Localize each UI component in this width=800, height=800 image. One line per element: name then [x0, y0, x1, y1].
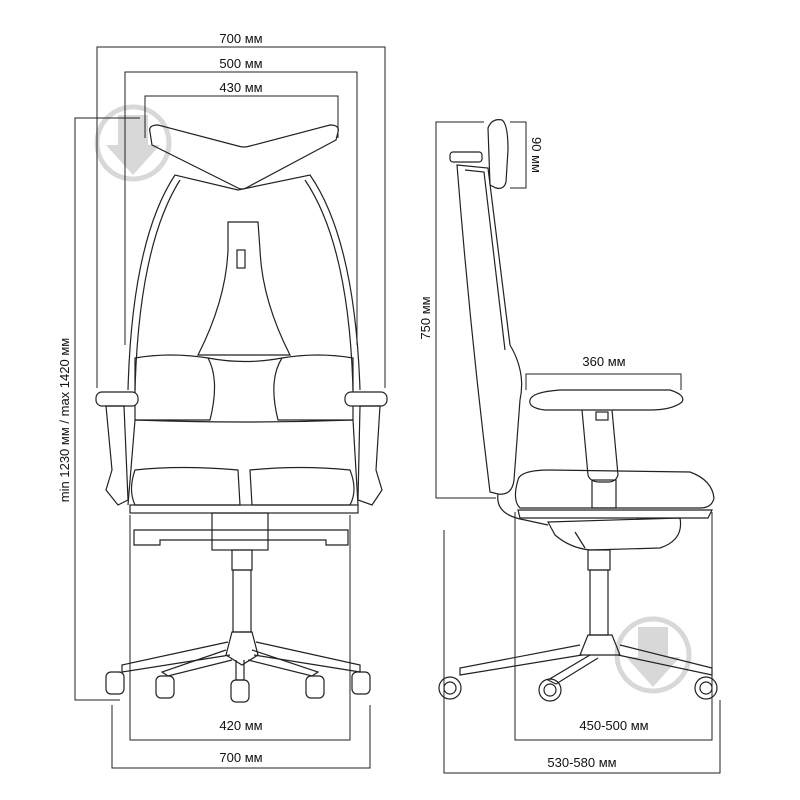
side-total-530-580: 530-580 мм [443, 530, 721, 774]
dim-label-front-headrest-width: 430 мм [219, 80, 262, 95]
dim-label-side-headrest: 90 мм [529, 137, 544, 173]
front-base-420: 420 мм [129, 515, 351, 741]
front-width-500: 500 мм [124, 56, 358, 345]
dim-label-front-back-width: 500 мм [219, 56, 262, 71]
dim-label-front-total-width: 700 мм [219, 31, 262, 46]
side-armrest-360: 360 мм [525, 354, 682, 390]
dim-label-side-seat-depth: 450-500 мм [579, 718, 648, 733]
side-back-750: 750 мм [418, 121, 496, 499]
dim-label-front-base-inner: 420 мм [219, 718, 262, 733]
dim-label-side-armrest: 360 мм [582, 354, 625, 369]
side-view-chair [438, 119, 718, 702]
dim-label-front-base-outer: 700 мм [219, 750, 262, 765]
dim-label-side-total-depth: 530-580 мм [547, 755, 616, 770]
front-view-chair [95, 124, 388, 703]
download-arrow-icon [614, 616, 692, 694]
side-seat-450-500: 450-500 мм [514, 512, 713, 741]
front-height-dimension: min 1230 мм / max 1420 мм [57, 117, 140, 701]
front-base-700: 700 мм [111, 705, 371, 769]
front-width-700-top: 700 мм [96, 31, 386, 388]
side-headrest-90: 90 мм [510, 121, 544, 189]
dim-label-side-back-height: 750 мм [418, 296, 433, 339]
dim-label-front-height: min 1230 мм / max 1420 мм [57, 338, 72, 502]
front-width-430: 430 мм [144, 80, 339, 138]
